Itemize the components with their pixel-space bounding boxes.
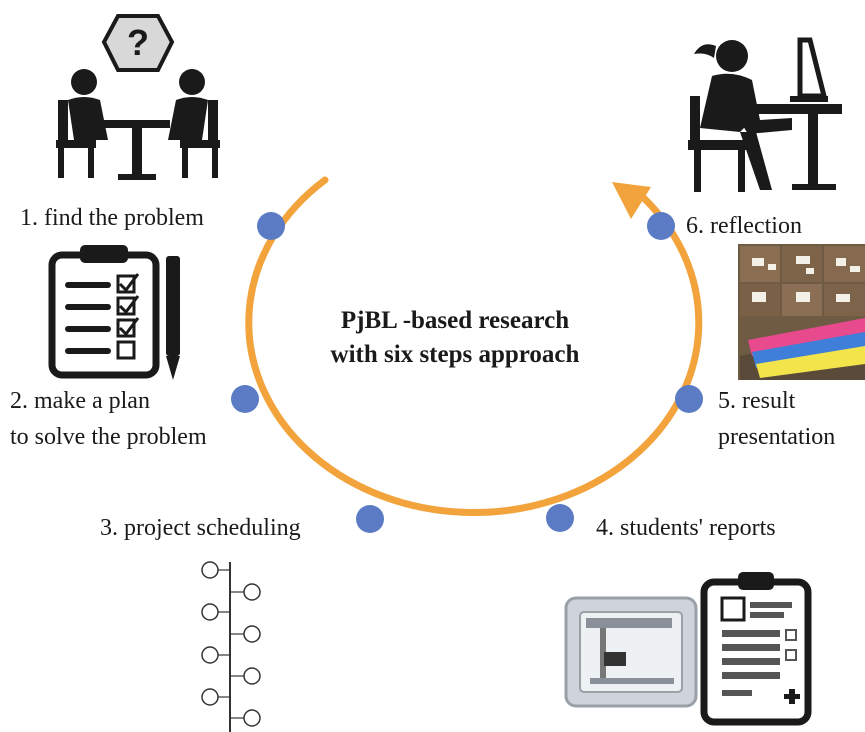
presentation-photo-icon — [738, 244, 865, 380]
step-label-2a: 2. make a plan — [10, 388, 150, 414]
step-label-5b: presentation — [718, 424, 835, 450]
step-label-5a: 5. result — [718, 388, 796, 414]
question-mark: ? — [127, 22, 149, 63]
center-title-line-2: with six steps approach — [331, 341, 580, 368]
step-node-6 — [647, 212, 675, 240]
cycle-arrow-head — [612, 182, 651, 219]
step-label-6: 6. reflection — [686, 213, 802, 239]
step-node-3 — [356, 505, 384, 533]
step-label-3: 3. project scheduling — [100, 515, 301, 541]
center-title-line-1: PjBL -based research — [341, 307, 569, 334]
step-node-5 — [675, 385, 703, 413]
step-label-4: 4. students' reports — [596, 515, 776, 541]
step-node-1 — [257, 212, 285, 240]
3d-printer-report-icon — [564, 572, 812, 726]
checklist-clipboard-icon — [48, 245, 180, 380]
question-meeting-icon: ? — [56, 14, 220, 180]
step-node-2 — [231, 385, 259, 413]
person-computer-icon — [688, 37, 842, 192]
timeline-icon — [201, 561, 261, 732]
step-label-1: 1. find the problem — [20, 205, 204, 231]
step-node-4 — [546, 504, 574, 532]
cycle-ring — [245, 176, 703, 517]
step-label-2b: to solve the problem — [10, 424, 207, 450]
